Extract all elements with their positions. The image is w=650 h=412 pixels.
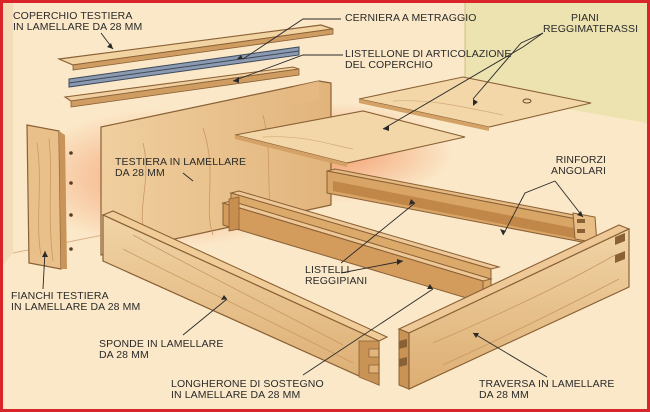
label-line: TESTIERA IN LAMELLARE: [115, 156, 247, 168]
leader-testiera: [182, 172, 194, 182]
leader-traversa: [472, 332, 548, 378]
label-line: REGGIMATERASSI: [543, 23, 639, 35]
side-rail: [101, 210, 389, 386]
label-line: DA 28 mm: [115, 167, 165, 179]
label-line: CERNIERA A METRAGGIO: [345, 12, 477, 24]
mattress-panel-front: [234, 110, 466, 167]
leader-lines: [42, 18, 584, 378]
label-rinforzi: RINFORZI ANGOLARI: [551, 155, 606, 177]
leader-arrowheads: [42, 43, 583, 338]
left-wall: [3, 3, 13, 265]
headboard-side-panel: [26, 124, 73, 270]
label-line: ANGOLARI: [551, 165, 607, 177]
label-line: FIANCHI TESTIERA: [11, 290, 109, 302]
end-rail: [397, 224, 631, 390]
label-line: IN LAMELLARE DA 28 mm: [13, 21, 143, 33]
label-line: IN LAMELLARE DA 28 mm: [171, 389, 301, 401]
leader-sponde: [182, 298, 228, 336]
label-testiera: TESTIERA IN LAMELLARE DA 28 mm: [115, 157, 246, 179]
leader-piani: [472, 32, 544, 100]
label-line: TRAVERSA IN LAMELLARE: [479, 378, 615, 390]
label-coperchio-testiera: COPERCHIO TESTIERA IN LAMELLARE DA 28 mm: [13, 11, 142, 33]
headboard-lid: [56, 24, 334, 71]
label-line: LONGHERONE DI SOSTEGNO: [171, 378, 324, 390]
leader-listellone: [232, 54, 343, 82]
label-line: RINFORZI: [555, 154, 607, 166]
label-line: COPERCHIO TESTIERA: [13, 10, 133, 22]
back-frame-beam: [326, 168, 596, 244]
label-traversa: TRAVERSA IN LAMELLARE DA 28 mm: [479, 379, 615, 401]
label-line: SPONDE IN LAMELLARE: [99, 338, 224, 350]
label-line: DEL COPERCHIO: [345, 59, 433, 71]
leader-cerniera: [242, 18, 341, 60]
leader-listelli-a: [340, 202, 416, 264]
label-line: DA 28 mm: [99, 349, 149, 361]
diagram-artwork: [3, 3, 647, 409]
label-fianchi: FIANCHI TESTIERA IN LAMELLARE DA 28 mm: [11, 291, 140, 313]
label-line: PIANI: [571, 12, 599, 24]
leader-rinforzi-2: [502, 180, 556, 236]
leader-fianchi: [42, 250, 46, 290]
label-line: DA 28 mm: [479, 389, 529, 401]
label-longherone: LONGHERONE DI SOSTEGNO IN LAMELLARE DA 2…: [171, 379, 324, 401]
hinge-batten: [63, 66, 300, 108]
leader-listelli-b: [340, 260, 404, 274]
label-line: IN LAMELLARE DA 28 mm: [11, 301, 141, 313]
label-line: LISTELLONE DI ARTICOLAZIONE: [345, 48, 512, 60]
leader-rinforzi: [554, 180, 584, 218]
label-piani: PIANI REGGIMATERASSI: [543, 13, 638, 35]
label-sponde: SPONDE IN LAMELLARE DA 28 mm: [99, 339, 223, 361]
leader-longherone: [302, 288, 434, 376]
label-line: REGGIPIANI: [305, 275, 368, 287]
label-cerniera: CERNIERA A METRAGGIO: [345, 13, 477, 24]
leader-piani-2: [382, 32, 544, 130]
label-listellone: LISTELLONE DI ARTICOLAZIONE DEL COPERCHI…: [345, 49, 511, 71]
label-listelli: LISTELLI REGGIPIANI: [305, 265, 367, 287]
label-line: LISTELLI: [305, 264, 350, 276]
